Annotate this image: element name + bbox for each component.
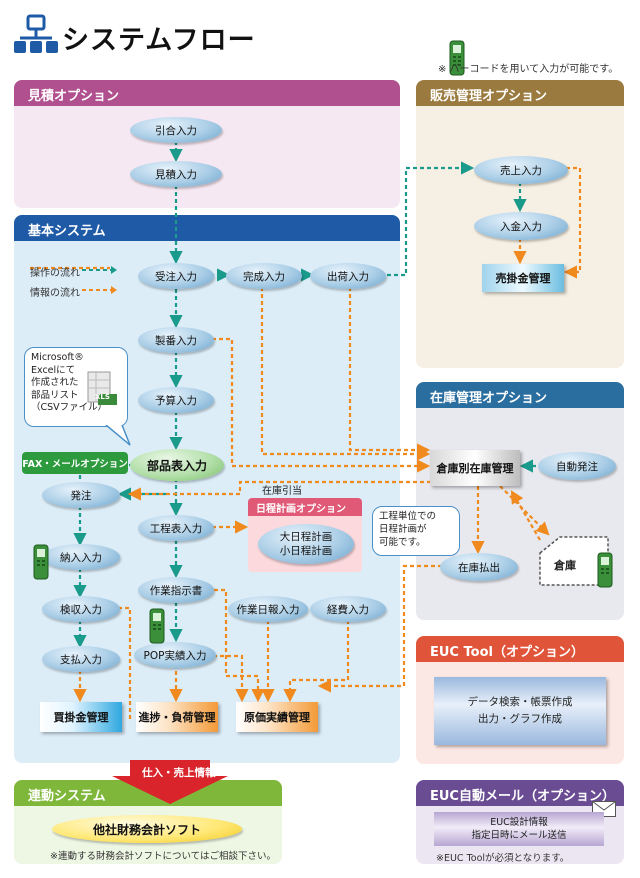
node-buhin: 部品表入力 — [130, 449, 224, 481]
legend-op-label: 操作の流れ — [30, 268, 80, 279]
box-shincho: 進捗・負荷管理 — [136, 702, 218, 732]
nittei-callout: 工程単位での 日程計画が 可能です。 — [372, 506, 460, 556]
excel-callout-line: Excelにて — [31, 364, 76, 376]
euc-tool-item: データ検索・帳票作成 — [467, 696, 573, 708]
panel-kihon-title: 基本システム — [14, 215, 400, 241]
callout-tail — [105, 425, 131, 446]
zaiko-hikiate-label: 在庫引当 — [262, 486, 302, 497]
renkei-note: ※連動する財務会計ソフトについてはご相談下さい。 — [50, 851, 276, 862]
node-nyukin: 入金入力 — [474, 212, 568, 240]
node-pop: POP実績入力 — [134, 642, 216, 668]
node-yosan: 予算入力 — [138, 387, 214, 413]
node-uriage: 売上入力 — [474, 156, 568, 184]
excel-callout-line: （CSVファイル） — [31, 402, 108, 413]
node-hikiai: 引合入力 — [130, 117, 222, 143]
eucmail-item: 指定日時にメール送信 — [471, 830, 567, 841]
node-sagyo: 作業指示書 — [138, 577, 214, 603]
node-keihi: 経費入力 — [310, 596, 386, 622]
excel-callout-line: 作成された — [31, 377, 79, 388]
legend-info-label: 情報の流れ — [30, 288, 80, 299]
barcode-scanner-icon — [30, 544, 52, 580]
barcode-note: ※ バーコードを用いて入力が可能です。 — [438, 64, 619, 75]
euc-tool-item: 出力・グラフ作成 — [478, 713, 562, 725]
node-mitsumori: 見積入力 — [130, 161, 222, 187]
page-title: システムフロー — [62, 25, 256, 56]
node-dai-nittei: 大日程計画 — [279, 531, 333, 543]
excel-callout-line: Microsoft® — [31, 352, 84, 363]
flow-logo-icon — [14, 14, 58, 58]
node-sagyonippo: 作業日報入力 — [228, 596, 308, 622]
node-nounyu: 納入入力 — [42, 544, 120, 570]
panel-eucmail-title: EUC自動メール（オプション） — [416, 780, 624, 806]
panel-hanbai-title: 販売管理オプション — [416, 80, 624, 106]
node-shiharai: 支払入力 — [42, 646, 120, 672]
panel-mitsumori: 見積オプション — [14, 80, 400, 208]
node-kansei: 完成入力 — [226, 263, 302, 289]
node-seiban: 製番入力 — [138, 327, 214, 353]
node-tasha: 他社財務会計ソフト — [52, 815, 242, 843]
node-juchu: 受注入力 — [138, 263, 214, 289]
node-jidohacchu: 自動発注 — [538, 452, 616, 480]
excel-callout-line: 部品リスト — [31, 389, 79, 401]
node-sho-nittei: 小日程計画 — [279, 545, 333, 557]
node-hacchu: 発注 — [42, 482, 120, 508]
panel-zaiko-title: 在庫管理オプション — [416, 382, 624, 408]
eucmail-item: EUC設計情報 — [490, 817, 548, 828]
barcode-scanner-icon — [146, 608, 168, 644]
nittei-callout-line: 可能です。 — [379, 537, 426, 548]
barcode-scanner-icon — [594, 552, 616, 588]
nittei-callout-line: 日程計画が — [379, 524, 427, 535]
shiire-uriage-label: 仕入・売上情報 — [142, 767, 216, 779]
nittei-callout-line: 工程単位での — [379, 511, 437, 522]
box-genka: 原価実績管理 — [236, 702, 318, 732]
node-shukka: 出荷入力 — [310, 263, 386, 289]
barcode-scanner-icon — [446, 40, 468, 76]
xls-file-icon — [86, 370, 118, 408]
excel-callout: Microsoft® Excelにて 作成された 部品リスト （CSVファイル） — [24, 347, 128, 427]
eucmail-box: EUC設計情報 指定日時にメール送信 — [434, 812, 604, 846]
box-zaikobetsu: 倉庫別在庫管理 — [430, 450, 520, 486]
warehouse-label: 倉庫 — [554, 559, 576, 572]
xls-label: XLS — [95, 393, 110, 401]
shiire-uriage-arrow — [110, 760, 230, 804]
box-kaikake: 買掛金管理 — [40, 702, 122, 732]
euc-tool-box: データ検索・帳票作成 出力・グラフ作成 — [434, 677, 606, 745]
legend-info-arrow-icon — [82, 286, 117, 294]
legend-op-arrow-icon — [82, 266, 117, 274]
panel-euc-title: EUC Tool（オプション） — [416, 636, 624, 662]
node-kenshu: 検収入力 — [42, 596, 120, 622]
panel-mitsumori-title: 見積オプション — [14, 80, 400, 106]
box-urikake: 売掛金管理 — [482, 264, 564, 292]
node-zaikobarai: 在庫払出 — [440, 553, 518, 581]
fax-option-tab: FAX・メールオプション — [22, 452, 128, 474]
node-nittei: 大日程計画 小日程計画 — [258, 524, 354, 564]
node-koteihyo: 工程表入力 — [138, 515, 214, 541]
eucmail-note: ※EUC Toolが必須となります。 — [436, 853, 570, 864]
panel-nittei-title: 日程計画オプション — [248, 498, 362, 516]
